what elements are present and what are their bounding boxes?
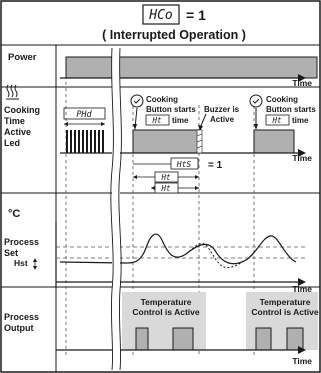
header: HCo = 1 ( Interrupted Operation ) [102, 4, 246, 42]
power-axis-arrow [298, 74, 306, 82]
cooking-button-annotation-2: Cooking Button starts Ht time [249, 94, 316, 130]
header-value: = 1 [186, 7, 206, 23]
annotation-1-title: Cooking [146, 95, 178, 104]
process-output-row: Process Output Temperature Control is Ac… [4, 292, 319, 366]
cooking-axis-arrow [298, 149, 306, 157]
phd-code: PHd [76, 110, 92, 120]
annotation-2-line2: Button starts [266, 105, 316, 114]
power-axis-label: Time [292, 78, 312, 88]
header-code-box [142, 4, 180, 25]
output-pulses [135, 327, 304, 351]
led-active-block-1 [132, 129, 200, 154]
power-signal [65, 56, 318, 79]
annotation-1-line2: Button starts [146, 105, 196, 114]
process-set-row: °C Process Set Hst Time [4, 208, 312, 294]
annotation-1-code-box [145, 114, 170, 126]
phd-span-arrow [64, 122, 68, 126]
annotation-2-title: Cooking [266, 95, 298, 104]
cooking-led-row: Cooking Time Active Led PHd Time Cooking [4, 84, 316, 194]
temperature-curve-buzzer [185, 242, 247, 269]
process-output-axis-label: Time [292, 356, 312, 366]
process-set-unit: °C [8, 208, 20, 220]
hts-code: HtS [176, 160, 192, 169]
annotation-2-code: Ht [271, 116, 282, 125]
ht-span-1: Ht [133, 171, 199, 183]
phd-span-arrow [101, 122, 105, 126]
annotation-1-suffix: time [172, 116, 189, 125]
cooking-led-label-line: Time [4, 116, 25, 126]
control-1-line2: Control is Active [132, 307, 199, 317]
phd-code-box [63, 107, 106, 120]
ht-code-2: Ht [160, 184, 171, 193]
ht-code-1: Ht [160, 173, 171, 182]
led-active-block-2 [253, 129, 295, 154]
process-output-label-line: Output [4, 323, 34, 333]
cooking-led-label-line: Active [4, 127, 31, 137]
ht-span-2: Ht [151, 182, 199, 194]
cooking-led-label-line: Cooking [4, 105, 40, 115]
time-break-marks [110, 47, 122, 371]
power-row: Power Time [8, 52, 318, 88]
header-code: HCo [148, 8, 173, 23]
cooking-axis-label: Time [292, 153, 312, 163]
heat-icon [6, 84, 19, 100]
hts-span: HtS = 1 [133, 157, 223, 171]
control-2-line2: Control is Active [251, 307, 318, 317]
process-set-axis-arrow [298, 278, 306, 286]
buzzer-label-line1: Buzzer is [204, 105, 240, 114]
blink-pulses [66, 130, 104, 153]
power-label: Power [8, 52, 37, 63]
process-output-axis-arrow [298, 346, 306, 354]
hand-icon [249, 94, 263, 108]
cooking-button-annotation-1: Cooking Button starts Ht time [130, 94, 196, 130]
process-set-axis-label: Time [292, 284, 312, 294]
annotation-1-code: Ht [151, 116, 162, 125]
annotation-2-suffix: time [292, 116, 309, 125]
process-output-label-line: Process [4, 312, 39, 322]
process-set-label-line: Set [4, 248, 18, 258]
hst-label: Hst [14, 258, 28, 268]
header-subtitle: ( Interrupted Operation ) [102, 28, 246, 42]
hts-value: = 1 [208, 160, 223, 171]
cooking-led-label-line: Led [4, 138, 20, 148]
hts-code-box [170, 157, 199, 170]
process-set-label-line: Process [4, 237, 39, 247]
control-1-line1: Temperature [141, 297, 192, 307]
control-2-line1: Temperature [260, 297, 311, 307]
buzzer-label-line2: Active [210, 115, 235, 124]
temperature-curve [59, 233, 297, 265]
buzzer-active-block [196, 129, 203, 154]
annotation-2-code-box [265, 114, 290, 126]
hand-icon [130, 94, 144, 108]
